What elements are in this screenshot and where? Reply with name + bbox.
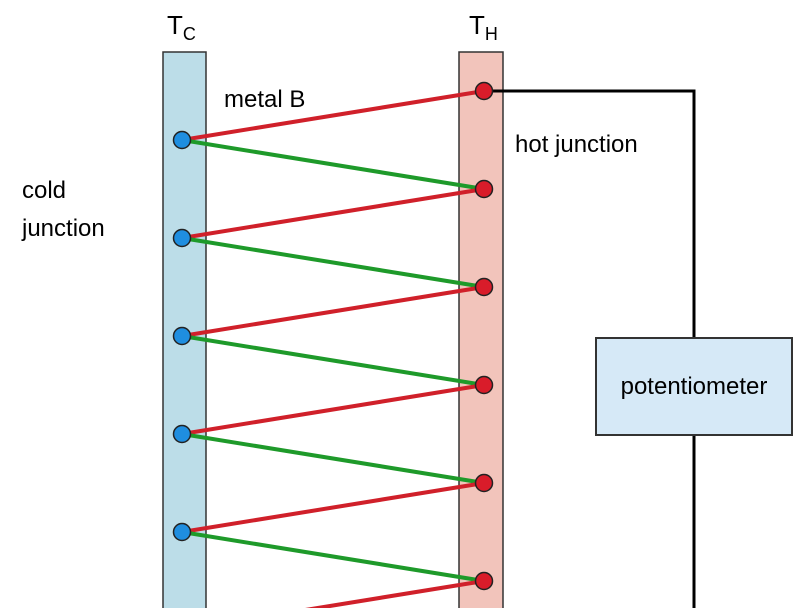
- cold-junction-label-line2: junction: [21, 215, 105, 242]
- lead-wire-top: [484, 89, 696, 338]
- potentiometer-box: [595, 337, 793, 436]
- hot-junction-dot: [474, 571, 494, 591]
- hot-junction-dot: [474, 277, 494, 297]
- cold-junction-dot: [172, 424, 192, 444]
- metal-b-wire: [180, 481, 486, 534]
- metal-b-wire: [180, 187, 486, 240]
- metal-a-wire: [180, 138, 486, 191]
- cold-temperature-label: TC: [167, 10, 196, 44]
- hot-junction-dot: [474, 81, 494, 101]
- junction-dots: [172, 81, 494, 591]
- hot-reservoir-bar: [458, 51, 504, 608]
- metal-b-wire: [180, 383, 486, 436]
- thermocouple-wires: [180, 89, 486, 608]
- metal-a-wire: [180, 432, 486, 485]
- hot-junction-dot: [474, 473, 494, 493]
- metal-b-wire: [180, 89, 486, 142]
- hot-temperature-label: TH: [469, 10, 498, 44]
- hot-junction-label: hot junction: [515, 131, 638, 158]
- metal-b-wire: [180, 285, 486, 338]
- metal-a-wire: [180, 530, 486, 583]
- hot-junction-dot: [474, 375, 494, 395]
- metal-b-label: metal B: [224, 86, 305, 113]
- cold-junction-dot: [172, 326, 192, 346]
- hot-temperature-symbol: T: [469, 10, 485, 40]
- cold-junction-label-line1: cold: [22, 177, 66, 204]
- cold-junction-dot: [172, 228, 192, 248]
- cold-junction-dot: [172, 130, 192, 150]
- cold-junction-dot: [172, 522, 192, 542]
- hot-junction-dot: [474, 179, 494, 199]
- hot-temperature-subscript: H: [485, 24, 498, 44]
- metal-b-wire: [305, 579, 486, 608]
- cold-temperature-subscript: C: [183, 24, 196, 44]
- metal-a-wire: [180, 236, 486, 289]
- potentiometer-label: potentiometer: [621, 373, 768, 400]
- cold-temperature-symbol: T: [167, 10, 183, 40]
- metal-a-wire: [180, 334, 486, 387]
